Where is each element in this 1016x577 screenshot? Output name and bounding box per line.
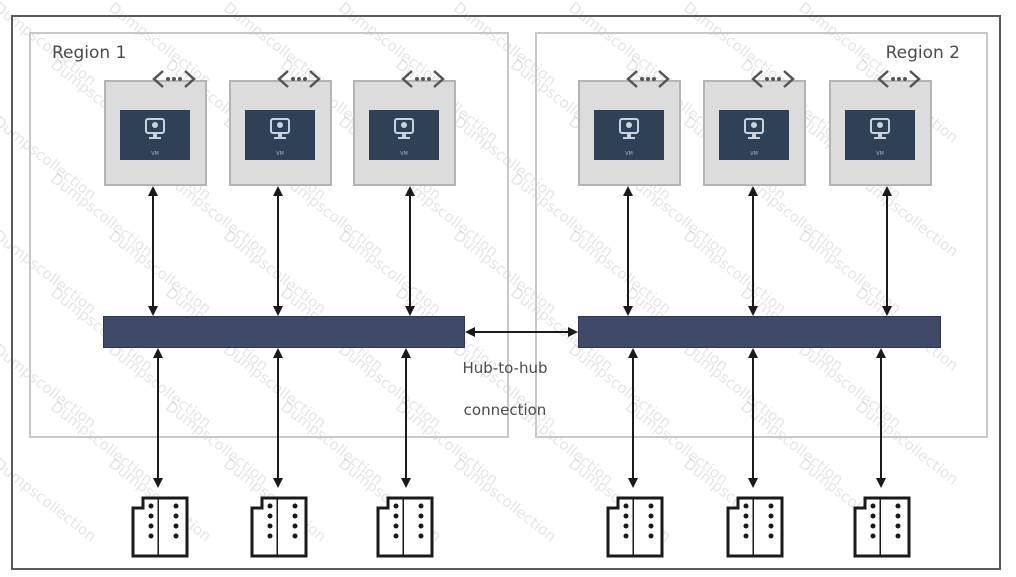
spoke-vnet: VM <box>104 70 207 186</box>
vm-label: VM <box>151 151 159 157</box>
vm-tile: VM <box>719 110 789 160</box>
vm-tile: VM <box>369 110 439 160</box>
branch-building-icon <box>604 490 668 560</box>
vm-label: VM <box>276 151 284 157</box>
branch-building-icon <box>851 490 915 560</box>
region-2-label: Region 2 <box>885 43 960 63</box>
vm-monitor-icon <box>744 118 764 139</box>
vm-tile: VM <box>845 110 915 160</box>
region-1-hub <box>103 316 465 348</box>
vm-tile: VM <box>120 110 190 160</box>
branch-building-icon <box>724 490 788 560</box>
region-1: Region 1 <box>29 32 509 438</box>
region-2: Region 2 <box>535 32 988 438</box>
branch-building-icon <box>129 490 193 560</box>
vm-label: VM <box>750 151 758 157</box>
outer-frame <box>11 15 1001 570</box>
spoke-vnet: VM <box>229 70 332 186</box>
vm-label: VM <box>876 151 884 157</box>
spoke-vnet: VM <box>353 70 456 186</box>
spoke-vnet: VM <box>829 70 932 186</box>
vnet-peering-icon <box>152 70 196 88</box>
vm-monitor-icon <box>394 118 414 139</box>
vm-label: VM <box>400 151 408 157</box>
spoke-vnet: VM <box>703 70 806 186</box>
vm-monitor-icon <box>870 118 890 139</box>
vm-monitor-icon <box>270 118 290 139</box>
vm-monitor-icon <box>145 118 165 139</box>
branch-building-icon <box>374 490 438 560</box>
region-1-label: Region 1 <box>52 43 127 63</box>
vm-monitor-icon <box>619 118 639 139</box>
vnet-peering-icon <box>277 70 321 88</box>
vm-tile: VM <box>245 110 315 160</box>
vnet-peering-icon <box>751 70 795 88</box>
hub-connection-label-line2: connection <box>463 401 547 419</box>
vm-label: VM <box>625 151 633 157</box>
spoke-vnet: VM <box>578 70 681 186</box>
vm-tile: VM <box>594 110 664 160</box>
hub-connection-label-line1: Hub-to-hub <box>462 359 548 377</box>
vnet-peering-icon <box>626 70 670 88</box>
region-2-hub <box>578 316 941 348</box>
branch-building-icon <box>248 490 312 560</box>
vnet-peering-icon <box>877 70 921 88</box>
vnet-peering-icon <box>401 70 445 88</box>
